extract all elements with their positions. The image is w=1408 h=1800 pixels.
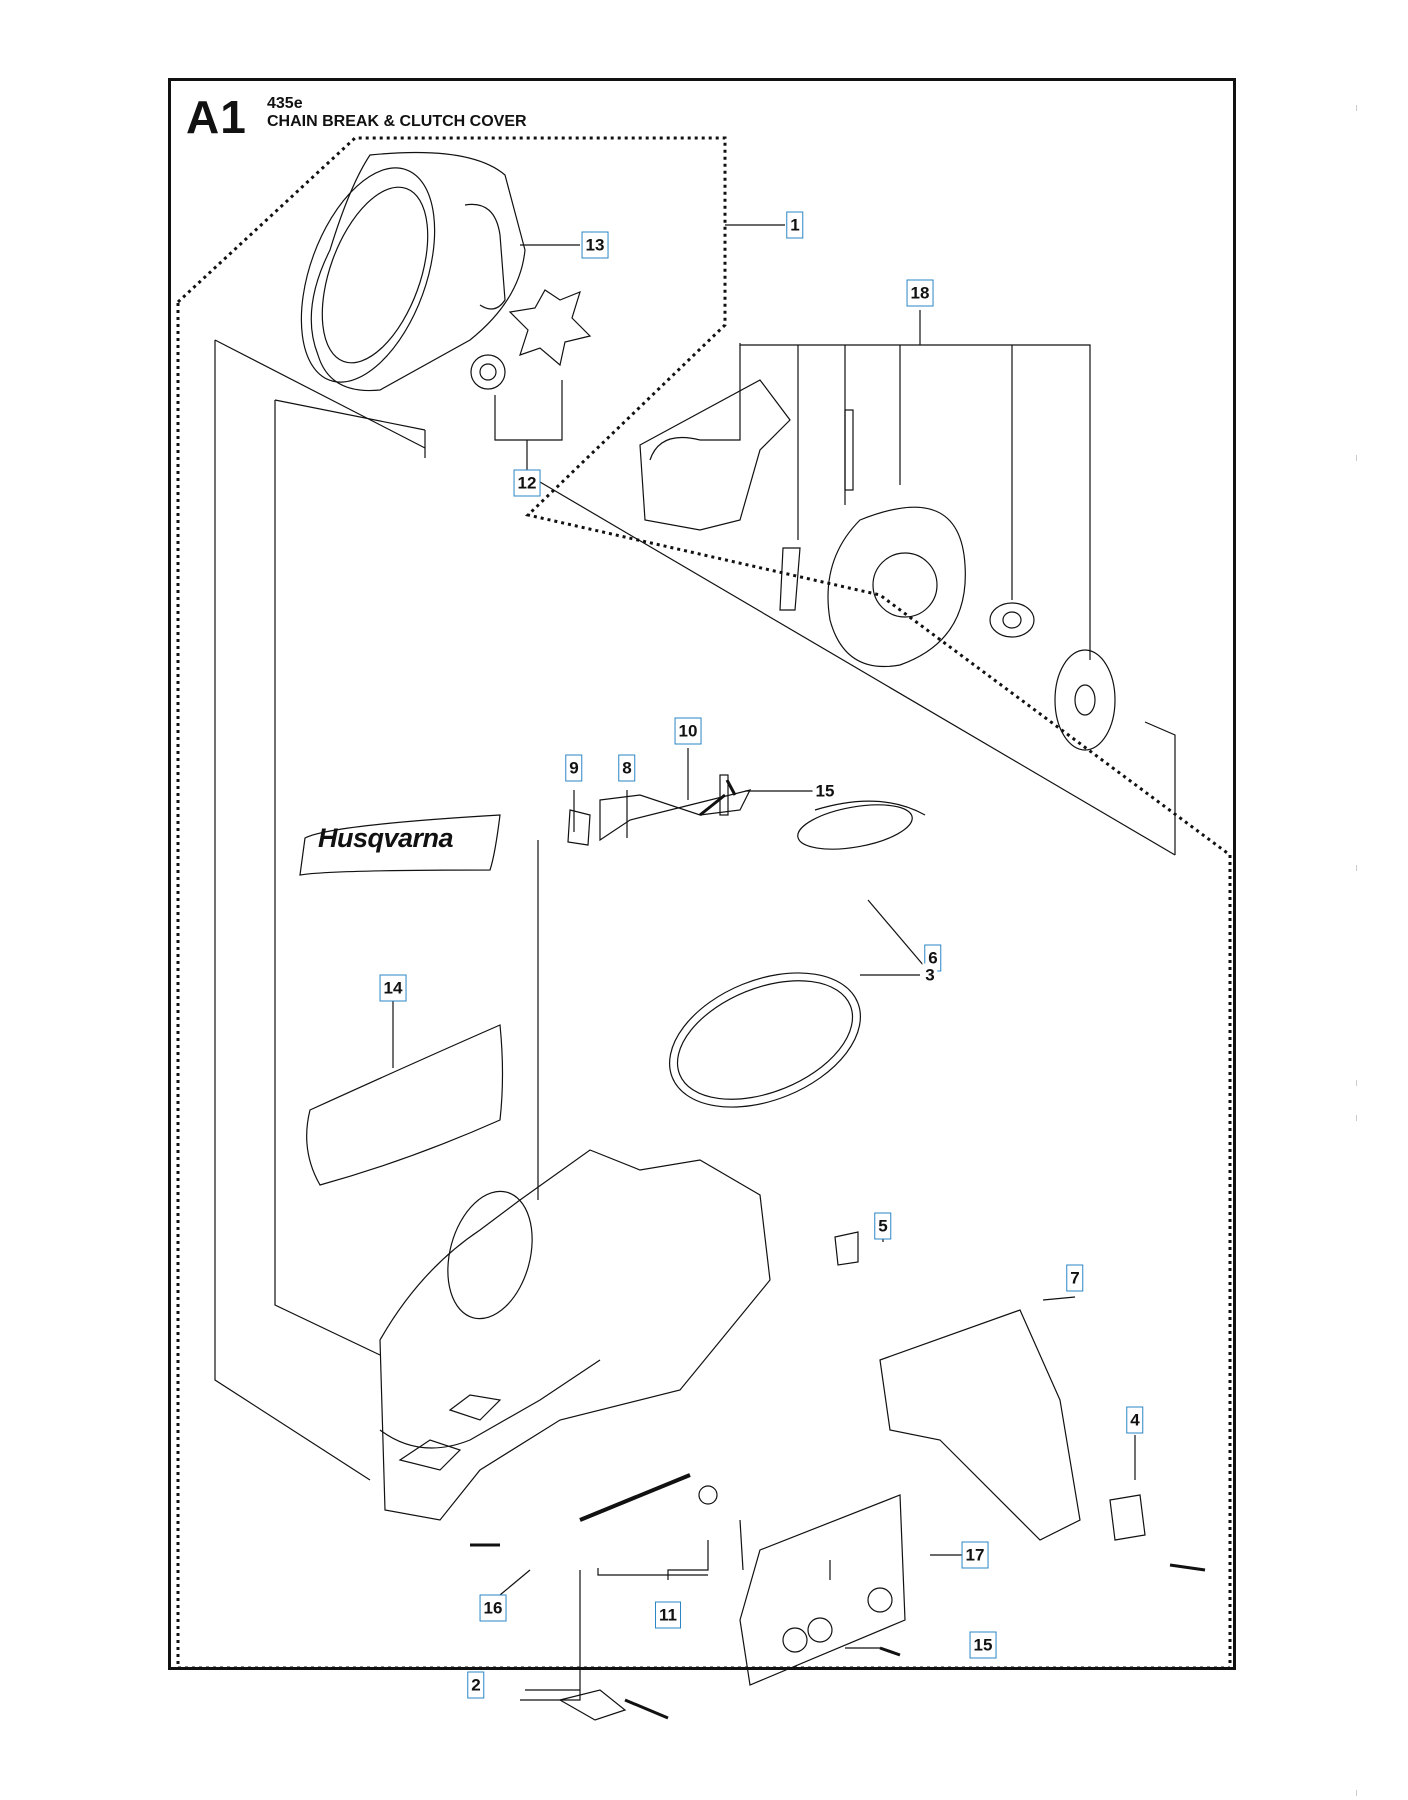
chain-brake-assembly bbox=[639, 379, 1116, 751]
nut-block bbox=[1109, 1494, 1146, 1541]
diagram-frame bbox=[168, 78, 1236, 1670]
husqvarna-logo: Husqvarna bbox=[318, 823, 454, 853]
callout-11: 11 bbox=[655, 1601, 681, 1629]
callout-8: 8 bbox=[618, 754, 636, 782]
callout-14: 14 bbox=[379, 974, 407, 1002]
clutch-cover-housing bbox=[379, 1149, 771, 1521]
guide-line bbox=[274, 400, 381, 1356]
guide-line bbox=[214, 340, 371, 1481]
callout-13: 13 bbox=[581, 231, 609, 259]
callout-5: 5 bbox=[874, 1212, 892, 1240]
callout-2: 2 bbox=[467, 1671, 485, 1699]
assembly-boundary bbox=[176, 136, 1232, 1670]
callout-15-bottom: 15 bbox=[969, 1631, 997, 1659]
model-name: 435e bbox=[267, 95, 303, 112]
logo-decal bbox=[299, 814, 501, 876]
callout-18: 18 bbox=[906, 279, 934, 307]
spacer-sleeve bbox=[834, 1231, 859, 1266]
callout-10: 10 bbox=[674, 717, 702, 745]
diagram-title: CHAIN BREAK & CLUTCH COVER bbox=[267, 113, 527, 130]
guard-plate bbox=[879, 1309, 1081, 1541]
callout-7: 7 bbox=[1066, 1264, 1084, 1292]
brake-linkage bbox=[567, 774, 926, 1108]
callout-4: 4 bbox=[1126, 1406, 1144, 1434]
bar-guard-plate bbox=[739, 1494, 906, 1686]
callout-16: 16 bbox=[479, 1594, 507, 1622]
sticker-plate bbox=[306, 1024, 504, 1186]
section-code: A1 bbox=[186, 91, 247, 143]
callout-1: 1 bbox=[786, 211, 804, 239]
callout-3: 3 bbox=[922, 963, 938, 987]
callout-12: 12 bbox=[513, 469, 541, 497]
tensioner-screw bbox=[579, 1473, 691, 1522]
callout-15-top: 15 bbox=[812, 779, 838, 803]
adjuster-block bbox=[558, 1689, 627, 1721]
star-knob bbox=[470, 289, 592, 390]
callout-9: 9 bbox=[565, 754, 583, 782]
callout-17: 17 bbox=[961, 1541, 989, 1569]
clutch-cover-drum bbox=[300, 151, 526, 392]
